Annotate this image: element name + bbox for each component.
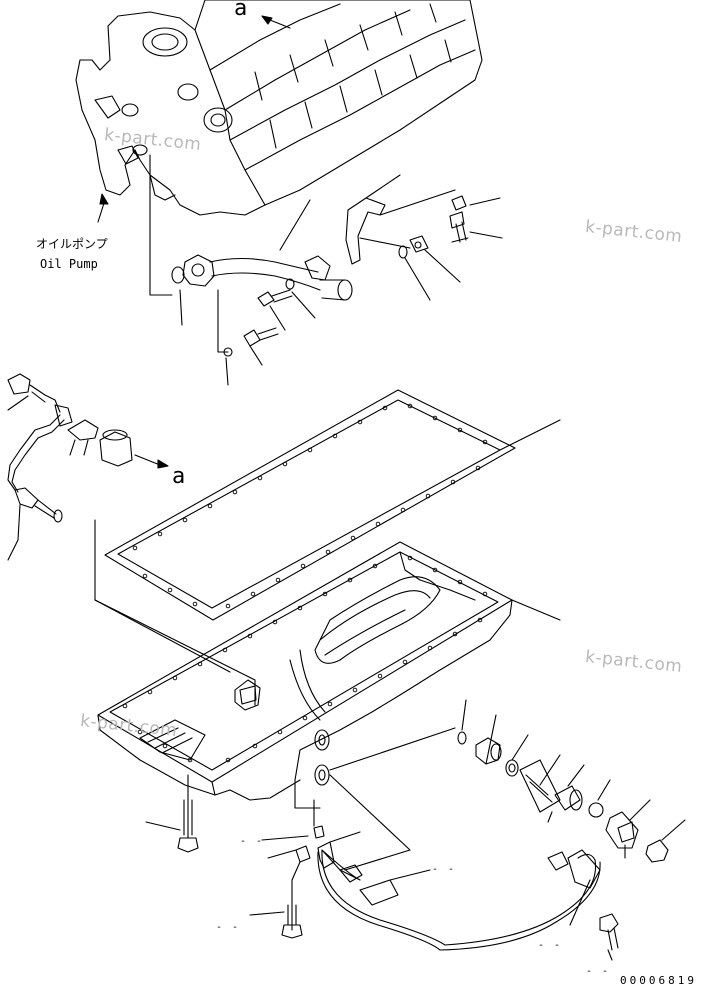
reference-a-top: a: [234, 0, 248, 21]
placeholder-dash: - -: [216, 922, 241, 933]
drawing-code: 00006819: [620, 974, 697, 987]
placeholder-dash: - -: [432, 864, 457, 875]
drain-valve-assembly: [457, 699, 686, 863]
oil-level-gauge: [7, 373, 169, 561]
oil-pan-gasket: [104, 389, 561, 621]
drain-hose: [317, 849, 619, 961]
placeholder-dash: - -: [538, 940, 563, 951]
bracket-hardware: [223, 195, 503, 386]
pan-bolt: [145, 774, 199, 853]
oil-pan: [94, 541, 561, 851]
placeholder-dash: - -: [586, 966, 611, 977]
reference-a-mid: a: [172, 464, 186, 489]
oil-suction-pipe: [171, 199, 353, 353]
engine-block: [75, 0, 483, 296]
gauge-leader-line: [94, 519, 231, 673]
oil-pump-label-jp: オイルポンプ: [36, 237, 108, 251]
placeholder-dash: - -: [240, 836, 265, 847]
pipe-bracket: [345, 174, 456, 265]
oil-pump-label-en: Oil Pump: [40, 257, 98, 271]
clamp-parts: [249, 779, 361, 939]
